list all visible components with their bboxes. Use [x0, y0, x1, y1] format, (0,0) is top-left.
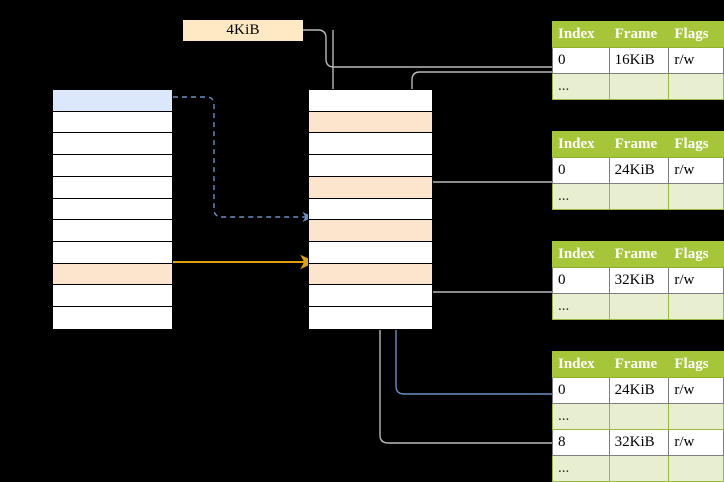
table-cell: 0	[552, 157, 610, 184]
table-cell: 24KiB	[608, 377, 670, 404]
table-cell: 32KiB	[608, 429, 670, 456]
table-cell: 32KiB	[608, 267, 670, 294]
table-cell: 0	[552, 47, 610, 74]
physical-address-space-cell	[309, 263, 432, 286]
wire-table1-frame	[406, 71, 552, 183]
virtual-address-space-cell	[53, 242, 172, 264]
table-cell: 0	[552, 377, 610, 404]
physical-address-space-cell	[309, 176, 432, 199]
table-row[interactable]: ...	[552, 455, 724, 482]
column-header: Flags	[668, 241, 724, 268]
virtual-address-space-cell	[53, 285, 172, 308]
column-header: Frame	[608, 241, 670, 268]
virtual-address-space-cell	[53, 133, 172, 156]
physical-address-space-column	[308, 89, 433, 330]
table-cell: r/w	[668, 429, 724, 456]
virtual-address-space-cell	[53, 155, 172, 177]
table-cell	[668, 73, 724, 100]
column-header: Index	[552, 351, 610, 378]
table-row[interactable]: ...	[552, 293, 724, 320]
physical-address-space-cell	[309, 220, 432, 243]
table-row[interactable]: ...	[552, 403, 724, 430]
column-header: Frame	[608, 351, 670, 378]
table-cell	[668, 293, 724, 320]
table-cell: ...	[552, 293, 610, 320]
table-cell	[608, 455, 670, 482]
physical-address-space-cell	[309, 90, 432, 112]
table-cell: ...	[552, 183, 610, 210]
table-cell: ...	[552, 403, 610, 430]
page-size-label: 4KiB	[183, 20, 303, 41]
table-cell: 16KiB	[608, 47, 670, 74]
physical-address-space-cell	[309, 111, 432, 134]
column-header: Flags	[668, 351, 724, 378]
table-cell	[608, 293, 670, 320]
table-cell: 8	[552, 429, 610, 456]
physical-address-space-cell	[309, 307, 432, 329]
table-cell: ...	[552, 455, 610, 482]
table-cell	[668, 455, 724, 482]
table-cell: 24KiB	[608, 157, 670, 184]
column-header: Frame	[608, 131, 670, 158]
virtual-address-space-cell	[53, 90, 172, 112]
virtual-address-space-cell	[53, 263, 172, 286]
table-row[interactable]: ...	[552, 73, 724, 100]
table-cell: 0	[552, 267, 610, 294]
table-cell: r/w	[668, 377, 724, 404]
table-cell	[668, 403, 724, 430]
column-header: Flags	[668, 131, 724, 158]
wire-virtual-to-physical-dashed	[173, 96, 314, 223]
physical-address-space-cell	[309, 198, 432, 221]
table-cell	[608, 73, 670, 100]
column-header: Frame	[608, 21, 670, 48]
virtual-address-space-cell	[53, 176, 172, 199]
table-cell: ...	[552, 73, 610, 100]
column-header: Index	[552, 21, 610, 48]
table-cell: r/w	[668, 267, 724, 294]
column-header: Index	[552, 241, 610, 268]
table-cell	[668, 183, 724, 210]
virtual-address-space-column	[52, 89, 173, 330]
table-row[interactable]: ...	[552, 183, 724, 210]
table-cell	[608, 183, 670, 210]
virtual-address-space-cell	[53, 198, 172, 221]
table-cell	[608, 403, 670, 430]
physical-address-space-cell	[309, 133, 432, 156]
column-header: Flags	[668, 21, 724, 48]
physical-address-space-cell	[309, 285, 432, 308]
table-cell: r/w	[668, 157, 724, 184]
virtual-address-space-cell	[53, 111, 172, 134]
physical-address-space-cell	[309, 242, 432, 264]
virtual-address-space-cell	[53, 307, 172, 329]
table-cell: r/w	[668, 47, 724, 74]
virtual-address-space-cell	[53, 220, 172, 243]
wire-table2-frame	[414, 181, 552, 221]
physical-address-space-cell	[309, 155, 432, 177]
wire-table3-frame	[416, 266, 552, 293]
column-header: Index	[552, 131, 610, 158]
